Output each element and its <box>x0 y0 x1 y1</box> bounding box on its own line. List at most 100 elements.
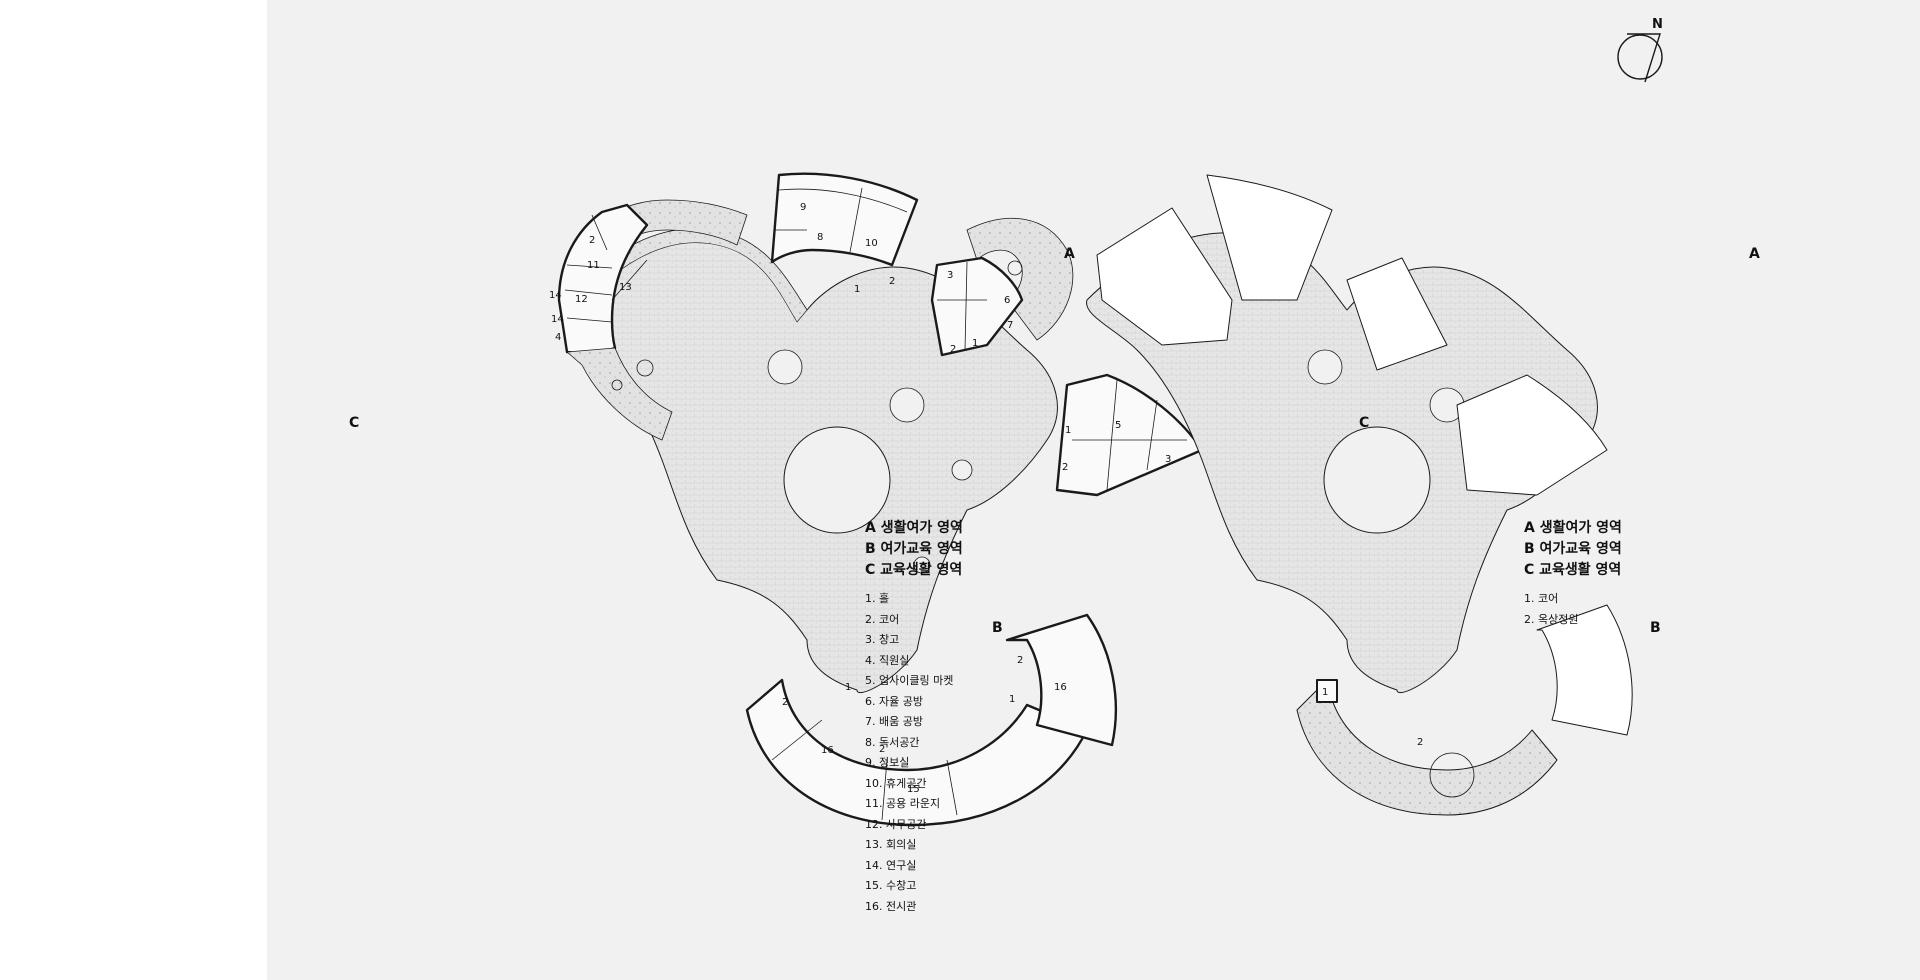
room-number: 9 <box>800 202 806 213</box>
room-number: 15 <box>907 784 920 795</box>
room-number: 14 <box>551 314 564 325</box>
legend-item: 2. 코어 <box>865 612 900 626</box>
tree <box>1007 260 1023 276</box>
legend-zone: C 교육생활 영역 <box>865 562 963 578</box>
room-number: 2 <box>889 276 895 287</box>
room-number: 1 <box>1009 694 1015 705</box>
room-numbers: 2 11 13 12 14 14 4 8 9 10 1 2 3 1 2 6 7 … <box>549 202 1171 795</box>
room-number: 2 <box>589 235 595 246</box>
wing-label-b: B <box>992 620 1003 636</box>
room-number: 7 <box>1007 320 1013 331</box>
room-number: 6 <box>1004 295 1010 306</box>
light-well <box>889 387 925 423</box>
wing-a-partitions <box>937 261 987 351</box>
legend-item: 8. 독서공간 <box>865 735 920 749</box>
legend-item: 15. 수창고 <box>865 879 917 892</box>
wing-label-c: C <box>1359 415 1369 431</box>
roof-slab <box>1536 604 1633 736</box>
legend-zone: B 여가교육 영역 <box>865 541 963 557</box>
room-number: 14 <box>549 290 562 301</box>
roof-core <box>1316 679 1338 703</box>
tree <box>1429 752 1475 798</box>
roof-slab <box>1346 257 1448 371</box>
room-number: 3 <box>947 270 953 281</box>
drawing-sheet: A B C 2 11 13 12 14 14 4 8 9 10 1 2 3 1 … <box>267 0 1920 980</box>
wing-east-partitions <box>1072 379 1187 491</box>
legend-item: 10. 휴게공간 <box>865 776 927 790</box>
north-arrow-circle <box>1617 34 1663 80</box>
roof-slab <box>1206 174 1333 301</box>
legend-item: 11. 공용 라운지 <box>865 797 941 810</box>
rooftop-garden <box>1296 679 1558 816</box>
legend-zone: A 생활여가 영역 <box>865 520 963 536</box>
legend-item: 3. 창고 <box>865 633 900 646</box>
room-number: 2 <box>879 744 885 755</box>
legend-room-list: 1. 코어 2. 옥상정원 <box>1524 589 1622 630</box>
room-number: 1 <box>1322 687 1328 698</box>
roof-plan: A B C 1 2 <box>1086 174 1760 816</box>
wing-label-a: A <box>1749 246 1760 262</box>
legend-item: 16. 전시관 <box>865 899 917 913</box>
room-number: 10 <box>865 238 878 249</box>
legend-item: 4. 직원실 <box>865 653 910 667</box>
wing-a-garden <box>966 217 1074 341</box>
roof-slab <box>1456 374 1608 496</box>
wing-north-building <box>770 172 919 267</box>
wing-b-building <box>745 678 1089 827</box>
legend-item: 13. 회의실 <box>865 838 917 851</box>
legend-item: 9. 정보실 <box>865 756 910 769</box>
room-number: 5 <box>1115 420 1121 431</box>
legend-item: 5. 업사이클링 마켓 <box>865 674 954 687</box>
legend-item: 6. 자율 공방 <box>865 694 923 708</box>
legend-item: 1. 홀 <box>865 592 890 605</box>
central-courtyard <box>783 426 891 534</box>
room-number: 11 <box>587 260 600 271</box>
room-number: 2 <box>782 697 788 708</box>
legend-item: 2. 옥상정원 <box>1524 612 1579 626</box>
room-number: 1 <box>1065 425 1071 436</box>
right-legend: A 생활여가 영역 B 여가교육 영역 C 교육생활 영역 1. 코어 2. 옥… <box>1524 518 1622 630</box>
north-label: N <box>1652 17 1663 32</box>
room-number: 4 <box>555 332 561 343</box>
room-number: 1 <box>972 338 978 349</box>
central-courtyard <box>1323 426 1431 534</box>
legend-item: 12. 사무공간 <box>865 817 927 831</box>
light-well <box>951 459 973 481</box>
legend-zone: B 여가교육 영역 <box>1524 541 1622 557</box>
wing-north-partitions <box>775 187 908 253</box>
wing-label-c: C <box>349 415 359 431</box>
legend-zone: A 생활여가 영역 <box>1524 520 1622 536</box>
legend-room-list: 1. 홀 2. 코어 3. 창고 4. 직원실 5. 업사이클링 마켓 6. 자… <box>865 589 963 917</box>
tree <box>636 359 654 377</box>
wing-label-b: B <box>1650 620 1661 636</box>
legend-item: 7. 배움 공방 <box>865 715 923 728</box>
left-legend: A 생활여가 영역 B 여가교육 영역 C 교육생활 영역 1. 홀 2. 코어… <box>865 518 963 917</box>
wing-c-partitions <box>564 214 648 323</box>
legend-zone: C 교육생활 영역 <box>1524 562 1622 578</box>
north-arrow: N <box>1617 17 1663 83</box>
legend-item: 1. 코어 <box>1524 592 1559 605</box>
room-number: 1 <box>845 682 851 693</box>
room-number: 3 <box>1165 454 1171 465</box>
north-arrow-pointer <box>1627 33 1661 83</box>
room-number: 2 <box>1417 737 1423 748</box>
roof-slabs <box>1096 174 1633 736</box>
room-number: 16 <box>821 745 834 756</box>
wing-b-gallery <box>1005 613 1118 747</box>
floor-plans: A B C 2 11 13 12 14 14 4 8 9 10 1 2 3 1 … <box>349 17 1760 827</box>
room-number: 2 <box>1017 655 1023 666</box>
light-well <box>1307 349 1343 385</box>
light-well <box>767 349 803 385</box>
roof-slab <box>1096 207 1233 346</box>
room-number: 2 <box>950 344 956 355</box>
room-number: 2 <box>1062 462 1068 473</box>
legend-item: 14. 연구실 <box>865 858 917 872</box>
light-well <box>913 556 931 574</box>
tree <box>611 379 623 391</box>
wing-b-partitions <box>771 719 958 821</box>
wing-a-building <box>930 256 1024 357</box>
wing-c-garden <box>566 347 673 441</box>
first-floor-plan: A B C 2 11 13 12 14 14 4 8 9 10 1 2 3 1 … <box>349 172 1204 827</box>
wing-c-building <box>557 203 649 357</box>
room-number: 13 <box>619 282 632 293</box>
